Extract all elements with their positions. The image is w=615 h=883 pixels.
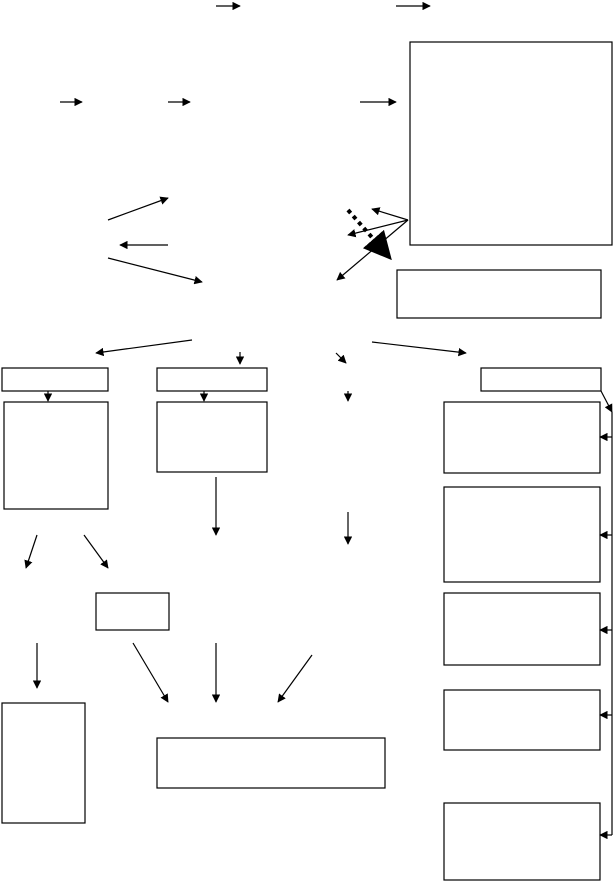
arrow-branch-right (371, 341, 467, 357)
arrow-converge-3 (277, 654, 313, 703)
box-row1-right-header (480, 367, 602, 392)
box-bottom-left (1, 702, 86, 824)
arrow-fan-1 (371, 207, 409, 221)
box-mid-column (156, 401, 268, 473)
box-row1-mid-header (156, 367, 268, 392)
arrow-left-split-1 (24, 534, 38, 569)
arrow-left-split-2 (83, 534, 109, 569)
box-left-column (3, 401, 109, 510)
box-right-stack-2 (443, 486, 601, 583)
box-right-stack-4 (443, 689, 601, 751)
dotted-diagonal (346, 208, 392, 261)
box-right-stack-1 (443, 401, 601, 474)
arrow-branch-small (335, 352, 347, 364)
box-right-stack-5 (443, 802, 601, 881)
box-bottom-center (156, 737, 386, 789)
arrow-header-right (600, 390, 613, 413)
box-small-mid (95, 592, 170, 631)
arrow-diag-down (107, 257, 203, 285)
arrow-branch-left (95, 339, 193, 357)
box-row1-left-header (1, 367, 109, 392)
box-right-top-large (409, 41, 613, 246)
arrow-fan-2 (347, 219, 409, 238)
box-right-stack-3 (443, 592, 601, 666)
box-right-middle (396, 269, 602, 319)
arrow-converge-1 (132, 642, 169, 703)
arrow-diag-up (107, 196, 169, 221)
